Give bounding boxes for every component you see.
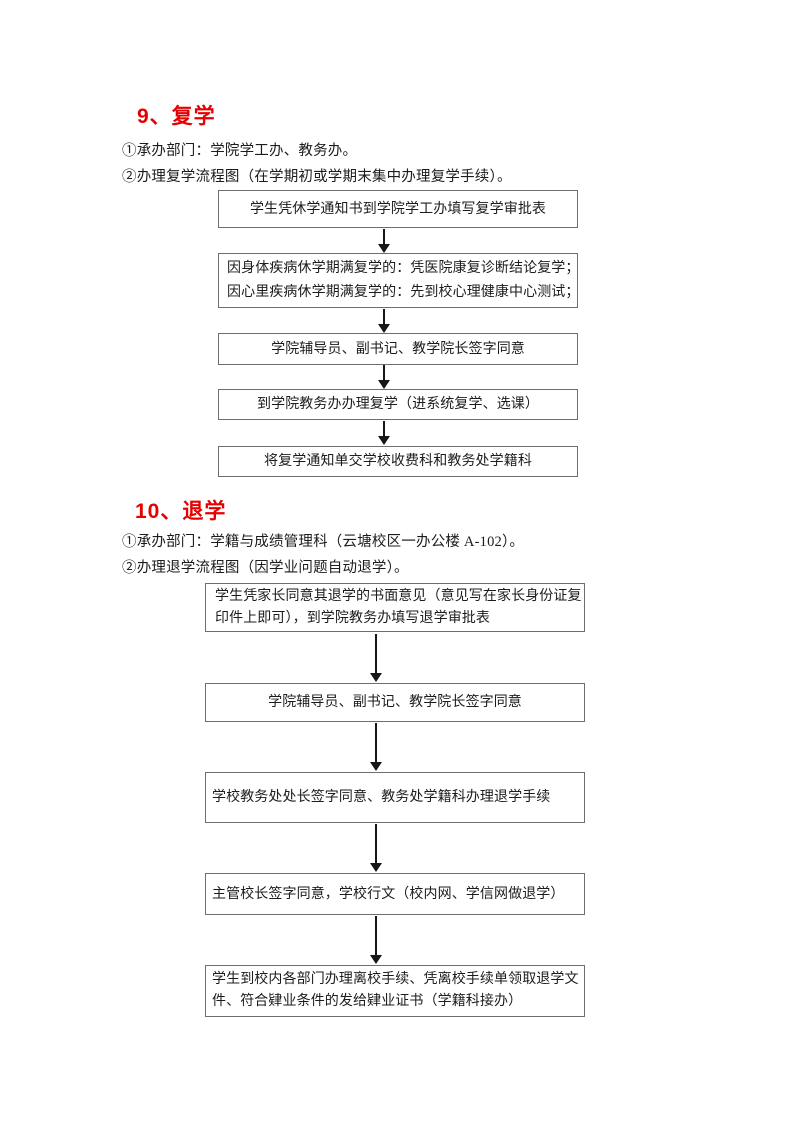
arrowhead-icon — [378, 436, 390, 445]
section-9-flow-intro-line: ②办理复学流程图（在学期初或学期末集中办理复学手续）。 — [122, 169, 512, 185]
down-arrow — [378, 421, 390, 445]
flow-step-text: 学院辅导员、副书记、教学院长签字同意 — [268, 695, 522, 710]
down-arrow — [370, 916, 382, 964]
flow-step-box: 学生到校内各部门办理离校手续、凭离校手续单领取退学文 件、符合肄业条件的发给肄业… — [205, 965, 585, 1017]
flow-step-box: 主管校长签字同意，学校行文（校内网、学信网做退学） — [205, 873, 585, 915]
section-9-heading: 9、复学 — [137, 105, 216, 128]
flow-step-text: 学生到校内各部门办理离校手续、凭离校手续单领取退学文 — [212, 972, 579, 987]
flow-step-text: 印件上即可），到学院教务办填写退学审批表 — [215, 610, 490, 626]
arrowhead-icon — [370, 863, 382, 872]
flow-step-text: 将复学通知单交学校收费科和教务处学籍科 — [264, 454, 532, 469]
arrowhead-icon — [370, 762, 382, 771]
flow-step-box: 学院辅导员、副书记、教学院长签字同意 — [218, 333, 578, 365]
flow-step-box: 学生凭休学通知书到学院学工办填写复学审批表 — [218, 190, 578, 228]
down-arrow — [370, 824, 382, 872]
arrowhead-icon — [370, 955, 382, 964]
down-arrow — [370, 634, 382, 682]
arrowhead-icon — [370, 673, 382, 682]
flow-step-text: 件、符合肄业条件的发给肄业证书（学籍科接办） — [212, 994, 523, 1009]
flow-step-box: 学院辅导员、副书记、教学院长签字同意 — [205, 683, 585, 722]
section-10-heading: 10、退学 — [135, 500, 227, 523]
down-arrow — [378, 309, 390, 333]
section-10-flow-intro-line: ②办理退学流程图（因学业问题自动退学）。 — [122, 560, 409, 576]
flow-step-text: 因身体疾病休学期满复学的：凭医院康复诊断结论复学； — [227, 260, 580, 276]
flow-step-box: 学校教务处处长签字同意、教务处学籍科办理退学手续 — [205, 772, 585, 823]
section-9-department-line: ①承办部门：学院学工办、教务办。 — [122, 143, 358, 159]
flow-step-text: 学校教务处处长签字同意、教务处学籍科办理退学手续 — [212, 790, 551, 805]
flow-step-box: 到学院教务办办理复学（进系统复学、选课） — [218, 389, 578, 420]
arrowhead-icon — [378, 244, 390, 253]
down-arrow — [378, 229, 390, 253]
flow-step-text: 学生凭家长同意其退学的书面意见（意见写在家长身份证复 — [215, 588, 582, 604]
flow-step-text: 主管校长签字同意，学校行文（校内网、学信网做退学） — [212, 886, 565, 902]
flow-step-box: 将复学通知单交学校收费科和教务处学籍科 — [218, 446, 578, 477]
section-10-department-line: ①承办部门：学籍与成绩管理科（云塘校区一办公楼 A-102）。 — [122, 534, 525, 550]
flow-step-text: 因心里疾病休学期满复学的：先到校心理健康中心测试； — [227, 284, 580, 300]
flow-step-box: 因身体疾病休学期满复学的：凭医院康复诊断结论复学； 因心里疾病休学期满复学的：先… — [218, 253, 580, 308]
down-arrow — [370, 723, 382, 771]
arrowhead-icon — [378, 324, 390, 333]
arrowhead-icon — [378, 380, 390, 389]
flow-step-text: 学院辅导员、副书记、教学院长签字同意 — [271, 341, 525, 357]
flow-step-text: 到学院教务办办理复学（进系统复学、选课） — [257, 397, 539, 412]
flow-step-text: 学生凭休学通知书到学院学工办填写复学审批表 — [249, 201, 547, 217]
flow-step-box: 学生凭家长同意其退学的书面意见（意见写在家长身份证复 印件上即可），到学院教务办… — [205, 583, 585, 632]
down-arrow — [378, 365, 390, 389]
